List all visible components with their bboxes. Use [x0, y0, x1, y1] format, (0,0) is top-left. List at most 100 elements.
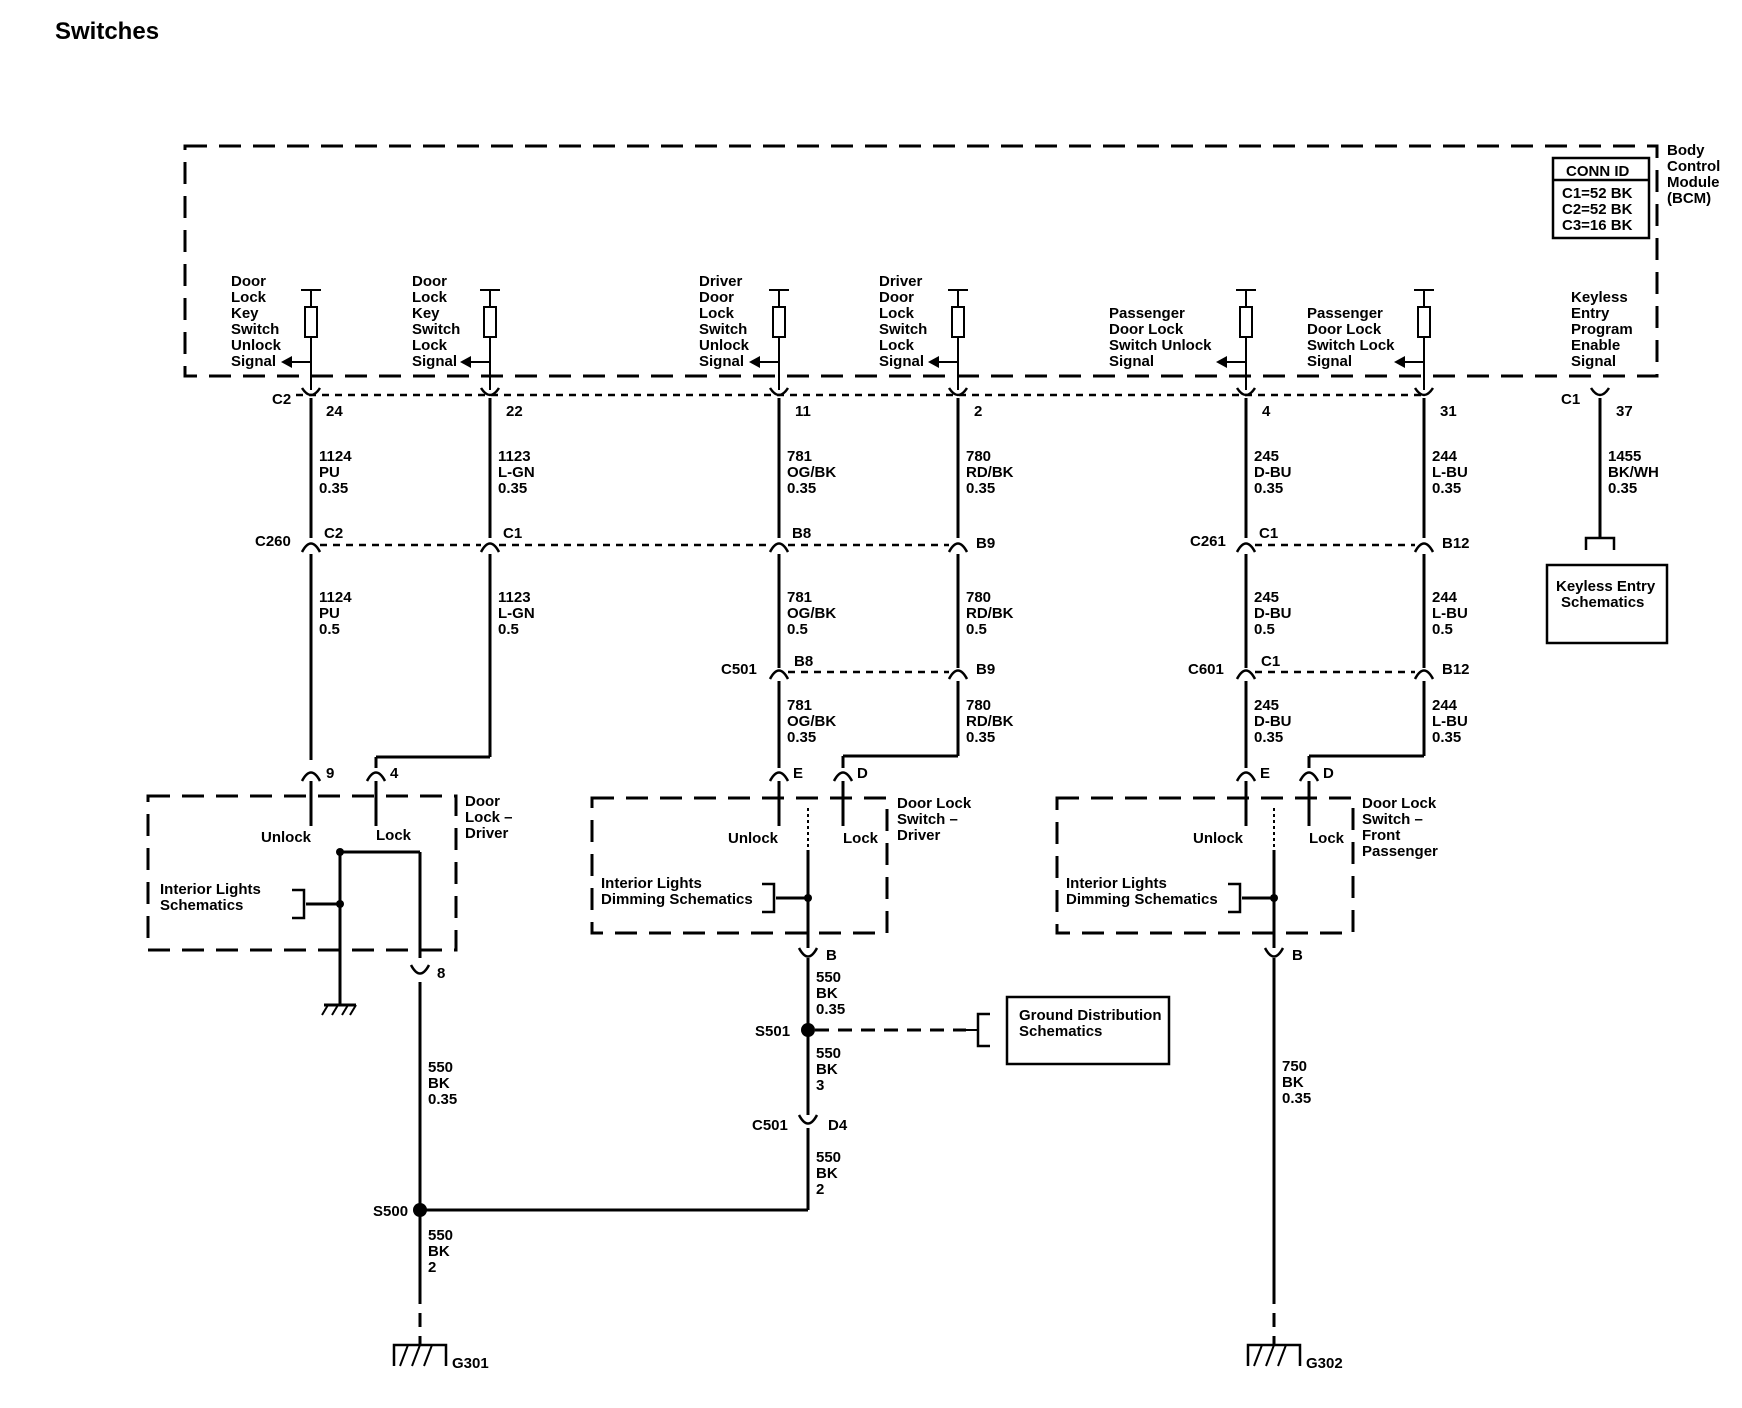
- svg-text:Lock: Lock: [879, 305, 915, 322]
- svg-text:Switch: Switch: [412, 321, 460, 338]
- svg-text:C1: C1: [1261, 653, 1280, 670]
- svg-text:D: D: [1323, 765, 1334, 782]
- svg-text:0.5: 0.5: [1254, 621, 1275, 638]
- svg-text:0.35: 0.35: [787, 480, 816, 497]
- svg-text:PU: PU: [319, 605, 340, 622]
- svg-text:Signal: Signal: [1307, 353, 1352, 370]
- svg-text:E: E: [793, 765, 803, 782]
- svg-text:0.5: 0.5: [966, 621, 987, 638]
- svg-text:Keyless Entry: Keyless Entry: [1556, 578, 1656, 595]
- svg-text:550: 550: [428, 1059, 453, 1076]
- svg-text:Lock: Lock: [412, 337, 448, 354]
- svg-text:E: E: [1260, 765, 1270, 782]
- svg-text:Lock: Lock: [1309, 830, 1345, 847]
- svg-text:Lock: Lock: [843, 830, 879, 847]
- signal-label-7: Keyless Entry Program Enable Signal: [1571, 289, 1633, 370]
- svg-text:G301: G301: [452, 1355, 489, 1372]
- svg-text:0.35: 0.35: [1432, 729, 1461, 746]
- svg-text:31: 31: [1440, 403, 1457, 420]
- conn-id-line: C3=16 BK: [1562, 217, 1633, 234]
- svg-text:0.35: 0.35: [498, 480, 527, 497]
- svg-text:244: 244: [1432, 697, 1458, 714]
- ground-distribution-box: Ground Distribution Schematics: [1005, 995, 1171, 1066]
- svg-text:780: 780: [966, 589, 991, 606]
- svg-text:550: 550: [816, 1045, 841, 1062]
- svg-text:0.35: 0.35: [319, 480, 348, 497]
- svg-text:1124: 1124: [319, 589, 352, 606]
- svg-text:C1: C1: [1259, 525, 1278, 542]
- svg-text:Door: Door: [699, 289, 734, 306]
- conn-id-line: C2=52 BK: [1562, 201, 1633, 218]
- svg-text:BK: BK: [816, 985, 838, 1002]
- conn-id-line: C1=52 BK: [1562, 185, 1633, 202]
- svg-text:OG/BK: OG/BK: [787, 605, 836, 622]
- wires-mid: [309, 554, 1426, 768]
- svg-text:B12: B12: [1442, 661, 1470, 678]
- signal-label-6: Passenger Door Lock Switch Lock Signal: [1307, 305, 1395, 370]
- svg-text:245: 245: [1254, 589, 1279, 606]
- svg-text:2: 2: [816, 1181, 824, 1198]
- signal-label-2: Door Lock Key Switch Lock Signal: [412, 273, 460, 370]
- svg-text:Door Lock: Door Lock: [1307, 321, 1382, 338]
- bcm-label: Body Control Module (BCM): [1667, 142, 1720, 207]
- svg-text:B: B: [1292, 947, 1303, 964]
- svg-text:Driver: Driver: [465, 825, 509, 842]
- signal-label-5: Passenger Door Lock Switch Unlock Signal: [1109, 305, 1212, 370]
- svg-text:Switch: Switch: [231, 321, 279, 338]
- svg-text:B12: B12: [1442, 535, 1470, 552]
- svg-text:Door Lock: Door Lock: [897, 795, 972, 812]
- keyless-entry-box: Keyless Entry Schematics: [1545, 536, 1669, 645]
- door-lock-switch-passenger: E D Unlock Lock Door Lock Switch – Front…: [1055, 765, 1438, 964]
- svg-text:S501: S501: [755, 1023, 790, 1040]
- svg-text:Key: Key: [231, 305, 259, 322]
- svg-text:1123: 1123: [498, 589, 531, 606]
- signal-label-4: Driver Door Lock Switch Lock Signal: [879, 273, 927, 370]
- svg-text:C501: C501: [752, 1117, 788, 1134]
- svg-text:0.5: 0.5: [498, 621, 519, 638]
- signal-col-2: [460, 289, 500, 390]
- signal-col-3: [749, 289, 789, 390]
- svg-text:BK: BK: [816, 1061, 838, 1078]
- svg-text:781: 781: [787, 589, 812, 606]
- svg-text:Passenger: Passenger: [1362, 843, 1438, 860]
- svg-text:Dimming Schematics: Dimming Schematics: [1066, 891, 1218, 908]
- svg-text:RD/BK: RD/BK: [966, 464, 1014, 481]
- inline-connector-1: C260 C2 C1 B8 B9 C261 C1 B12: [255, 525, 1470, 553]
- signal-col-5: [1216, 289, 1256, 390]
- svg-text:Ground Distribution: Ground Distribution: [1019, 1007, 1161, 1024]
- svg-text:Signal: Signal: [699, 353, 744, 370]
- svg-text:Lock: Lock: [699, 305, 735, 322]
- bcm-label-line: Control: [1667, 158, 1720, 175]
- svg-text:Key: Key: [412, 305, 440, 322]
- door-lock-driver-key-switch: 9 4 Unlock Lock Door Lock – Driver Inter…: [146, 765, 513, 1016]
- svg-text:0.35: 0.35: [966, 480, 995, 497]
- svg-text:0.35: 0.35: [1254, 480, 1283, 497]
- svg-text:244: 244: [1432, 589, 1458, 606]
- svg-text:OG/BK: OG/BK: [787, 713, 836, 730]
- svg-text:B8: B8: [792, 525, 811, 542]
- svg-text:Driver: Driver: [879, 273, 923, 290]
- svg-text:4: 4: [390, 765, 399, 782]
- signal-label-3: Driver Door Lock Switch Unlock Signal: [699, 273, 750, 370]
- svg-text:Signal: Signal: [412, 353, 457, 370]
- svg-text:Door: Door: [465, 793, 500, 810]
- svg-text:Entry: Entry: [1571, 305, 1610, 322]
- svg-text:Unlock: Unlock: [728, 830, 779, 847]
- svg-text:Switch: Switch: [699, 321, 747, 338]
- svg-text:Driver: Driver: [897, 827, 941, 844]
- svg-text:Interior Lights: Interior Lights: [601, 875, 702, 892]
- door-lock-switch-driver: E D Unlock Lock Door Lock Switch – Drive…: [590, 765, 972, 964]
- svg-text:Unlock: Unlock: [1193, 830, 1244, 847]
- svg-text:Dimming Schematics: Dimming Schematics: [601, 891, 753, 908]
- svg-text:2: 2: [974, 403, 982, 420]
- svg-text:0.35: 0.35: [1254, 729, 1283, 746]
- svg-text:D4: D4: [828, 1117, 848, 1134]
- svg-text:L-BU: L-BU: [1432, 464, 1468, 481]
- signal-col-4: [928, 289, 968, 390]
- svg-text:C2: C2: [272, 391, 291, 408]
- signal-col-6: [1394, 289, 1434, 390]
- svg-text:Enable: Enable: [1571, 337, 1620, 354]
